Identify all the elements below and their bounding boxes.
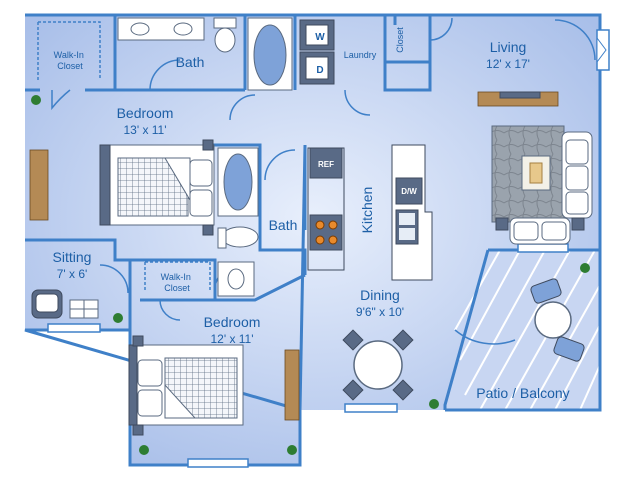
room-label: Bath: [176, 54, 205, 70]
room-label: Sitting: [53, 249, 92, 265]
armchair: [31, 289, 63, 319]
sink-icon: [173, 22, 193, 36]
refrigerator-icon: [309, 147, 343, 179]
room-dims: 12' x 17': [486, 57, 530, 71]
room-label: Dining: [360, 287, 400, 303]
closet-shelf-top: [37, 21, 101, 80]
sink-icon: [227, 268, 245, 290]
patio-area: [445, 250, 600, 410]
closet-label-line: Closet: [57, 61, 83, 71]
room-dims: 12' x 11': [210, 332, 253, 346]
sofa-bottom: [509, 217, 571, 245]
dresser-left: [29, 149, 49, 221]
counter-left: [307, 147, 345, 271]
room-dims: 7' x 6': [57, 267, 88, 281]
room-dims: 9'6" x 10': [356, 305, 404, 319]
room-dims: 13' x 11': [123, 123, 166, 137]
closet-label-line: Closet: [164, 283, 190, 293]
dishwasher-icon: [395, 177, 423, 205]
stove-icon: [309, 214, 343, 251]
dining-table: [342, 329, 414, 401]
toilet-tank-icon: [213, 17, 237, 29]
room-label: Bedroom: [117, 105, 174, 121]
room-label: Closet: [395, 27, 405, 53]
dishwasher-label: D/W: [401, 187, 417, 196]
bathtub-icon: [223, 153, 253, 211]
bed-bottom: [128, 335, 244, 436]
closet-label-top: Walk-In Closet: [54, 50, 87, 71]
bathtub-icon: [253, 24, 287, 86]
room-label: Bedroom: [204, 314, 261, 330]
sink-icon: [130, 22, 150, 36]
closet-label-line: Walk-In: [54, 50, 84, 60]
closet-label-mid: Walk-In Closet: [161, 272, 194, 293]
sofa-right: [561, 131, 593, 219]
toilet-bowl-icon: [221, 226, 259, 248]
patio-decking: [454, 249, 601, 411]
plant-icon: [31, 95, 590, 455]
closet-label-line: Walk-In: [161, 272, 191, 282]
washer-label: W: [315, 32, 325, 43]
toilet-bowl-icon: [214, 27, 236, 53]
room-label: Laundry: [344, 50, 377, 60]
interior-walls: [25, 15, 432, 411]
burners: [315, 220, 338, 245]
bed-top: [99, 139, 215, 236]
tv-icon: [499, 91, 541, 99]
room-label: Bath: [269, 217, 298, 233]
windows: [47, 29, 610, 468]
patio-set: [530, 278, 585, 362]
dresser-bottom: [284, 349, 300, 421]
door-swings: [51, 17, 596, 345]
refrigerator-label: REF: [318, 160, 334, 169]
closet-shelf-mid: [144, 261, 211, 292]
room-label: Kitchen: [359, 187, 375, 234]
entry-door-icon: [596, 36, 607, 64]
room-label: Patio / Balcony: [476, 385, 569, 401]
toilet-tank-icon: [217, 227, 227, 249]
room-label: Living: [490, 39, 527, 55]
dryer-label: D: [316, 65, 323, 76]
